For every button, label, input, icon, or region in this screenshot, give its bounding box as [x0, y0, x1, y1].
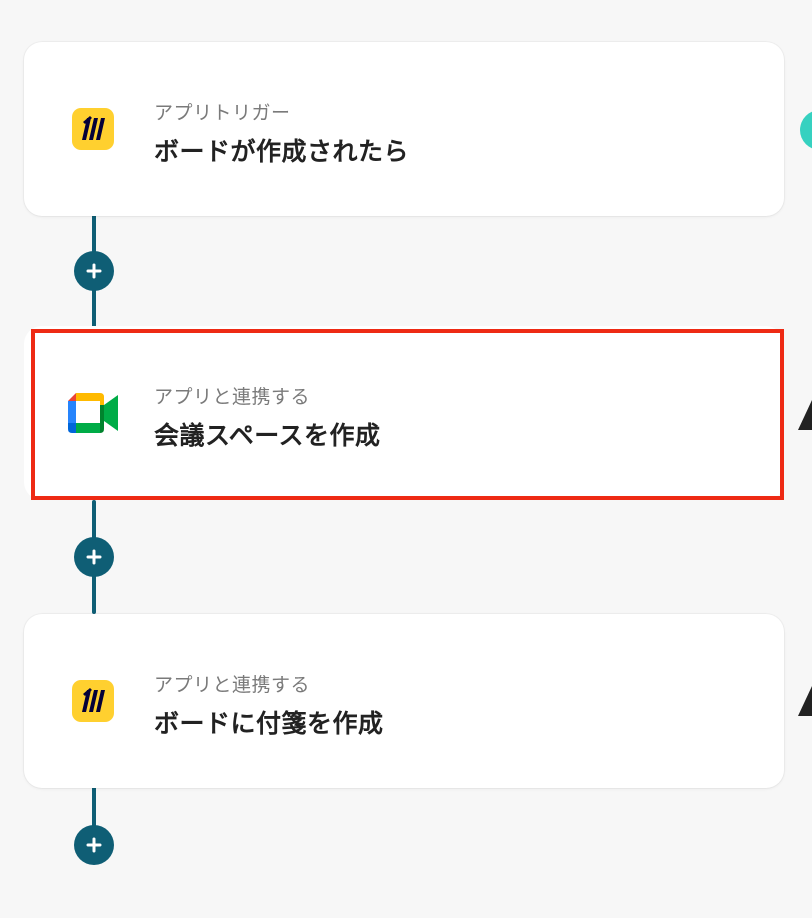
warning-icon — [798, 686, 812, 716]
step-subtitle: アプリトリガー — [154, 102, 291, 124]
add-step-button[interactable] — [74, 825, 114, 865]
miro-icon — [70, 678, 116, 724]
plus-icon — [86, 549, 102, 565]
step-subtitle: アプリと連携する — [154, 386, 311, 408]
status-dot — [800, 110, 812, 150]
flow-step-trigger[interactable]: アプリトリガー ボードが作成されたら — [24, 42, 784, 216]
warning-icon — [798, 400, 812, 430]
flow-step-create-sticky[interactable]: アプリと連携する ボードに付箋を作成 — [24, 614, 784, 788]
google-meet-icon — [64, 390, 122, 436]
step-title: 会議スペースを作成 — [154, 421, 381, 450]
plus-icon — [86, 837, 102, 853]
connector-line — [92, 786, 96, 846]
flow-step-create-meeting[interactable]: アプリと連携する 会議スペースを作成 — [24, 326, 784, 500]
add-step-button[interactable] — [74, 537, 114, 577]
add-step-button[interactable] — [74, 251, 114, 291]
step-title: ボードが作成されたら — [154, 137, 410, 166]
plus-icon — [86, 263, 102, 279]
miro-icon — [70, 106, 116, 152]
step-subtitle: アプリと連携する — [154, 674, 311, 696]
step-title: ボードに付箋を作成 — [154, 709, 384, 738]
